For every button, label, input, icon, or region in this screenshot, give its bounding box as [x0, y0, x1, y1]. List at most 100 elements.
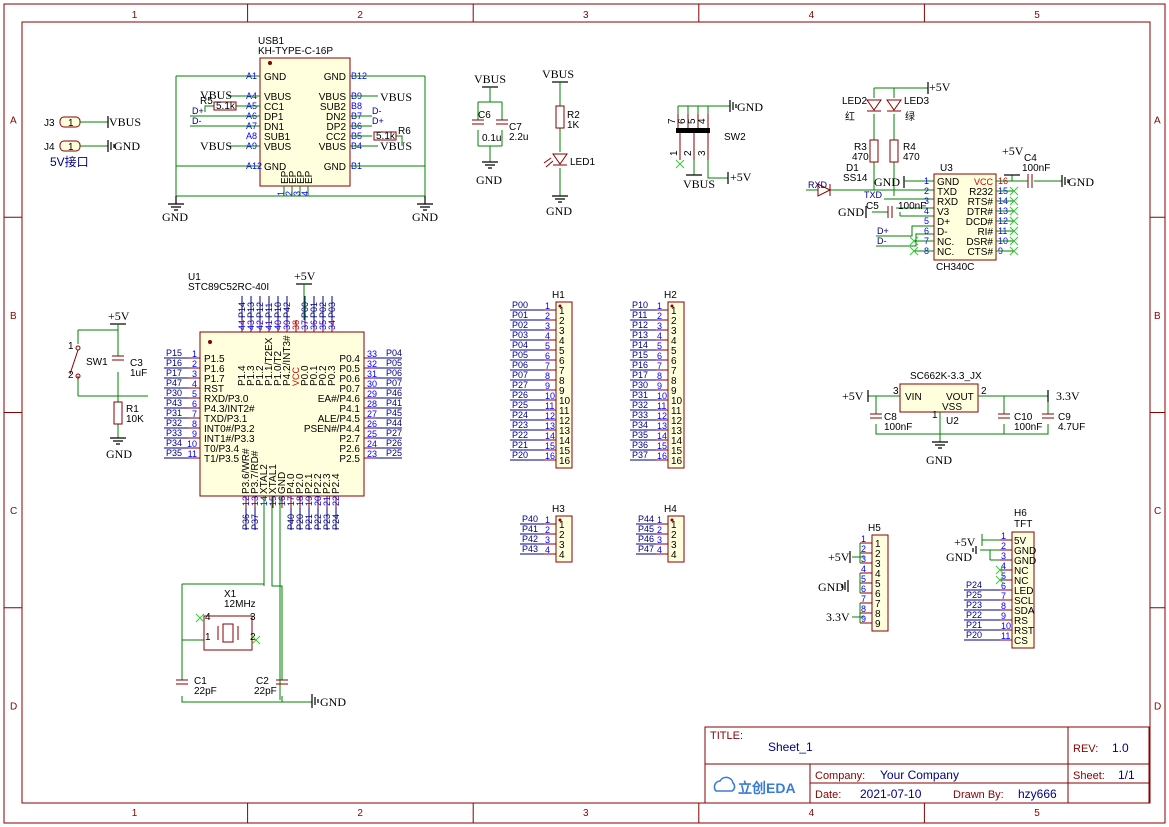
mcu-pin-name: P4.0 [286, 473, 297, 494]
ch340-pin-name: DCD# [966, 217, 994, 228]
header-pin-label: 4 [559, 550, 565, 561]
header-pin-num: 1 [1001, 531, 1006, 541]
tb-drawn: hzy666 [1018, 787, 1057, 801]
ldo-sc662k[interactable] [899, 383, 979, 413]
led1-designator: LED1 [570, 157, 595, 168]
header-net-label: P13 [632, 330, 648, 340]
ch340-pin-name: DSR# [966, 237, 993, 248]
header-pin-num: 7 [1001, 591, 1006, 601]
header-net-label: P43 [522, 544, 538, 554]
mcu-pin-num: 9 [192, 429, 197, 439]
header-net-label: P02 [512, 320, 528, 330]
header-net-label: P22 [966, 610, 982, 620]
sw2-gnd: GND [737, 100, 763, 114]
header-designator: H2 [664, 290, 677, 301]
mcu-pin-num: 22 [331, 496, 341, 506]
no-connect-icon [1009, 206, 1019, 216]
mcu-pin-num: 32 [367, 359, 377, 369]
header-pin-num: 9 [1001, 611, 1006, 621]
sw1-pin2: 2 [68, 370, 74, 381]
header-net-label: P31 [632, 390, 648, 400]
mcu-pin-num: 20 [313, 496, 323, 506]
header-pin-num: 10 [1001, 621, 1011, 631]
mcu-pin-name: P0.1 [309, 365, 320, 386]
header-net-label: P47 [638, 544, 654, 554]
c7-value: 2.2u [509, 132, 528, 143]
mcu-pin-name: P1.5 [204, 354, 225, 365]
header-designator: H3 [552, 504, 565, 515]
usb-pin-name: GND [264, 162, 286, 173]
r2-designator: R2 [567, 110, 580, 121]
u2-3v3: 3.3V [1056, 389, 1080, 403]
header-net-label: P34 [632, 420, 648, 430]
ch340-pin-name: RTS# [968, 197, 994, 208]
mcu-net-label: P25 [386, 448, 402, 458]
usb-pin-name: CC1 [264, 102, 284, 113]
mcu-net-label: P00 [300, 302, 310, 318]
no-connect-icon [1009, 196, 1019, 206]
header-net-label: P44 [638, 514, 654, 524]
usb-pin-name: GND [264, 72, 286, 83]
sw2-pin-num: 7 [667, 118, 678, 124]
j4-label: 5V接口 [50, 154, 89, 169]
header-net-label: P21 [512, 440, 528, 450]
ch340-pin-name: TXD [937, 187, 957, 198]
mcu-pin-name: P2.0 [295, 473, 306, 494]
header-net-label: P37 [632, 450, 648, 460]
header-h6-tft[interactable]: H6TFT15V2GND3GND4NC5NC6LEDP247SCLP258SDA… [964, 508, 1036, 649]
header-pin-num: 1 [545, 515, 550, 525]
mcu-net-label: P20 [295, 514, 305, 530]
c10-designator: C10 [1014, 412, 1033, 423]
tb-rev: 1.0 [1112, 741, 1129, 755]
header-pin-label: 15 [671, 446, 683, 457]
mcu-net-label: P31 [166, 408, 182, 418]
sw2-body[interactable] [676, 128, 710, 133]
sw2-designator: SW2 [724, 132, 746, 143]
mcu-pin-name: P1.3 [246, 365, 257, 386]
header-pin-label: 9 [559, 386, 565, 397]
mcu-pin-num: 24 [367, 439, 377, 449]
ch340-pin-name: CTS# [967, 247, 993, 258]
mcu-pin-num: 29 [367, 389, 377, 399]
header-pin-label: 10 [559, 396, 571, 407]
header-pin-num: 3 [657, 535, 662, 545]
frame-row-label: C [10, 506, 17, 517]
frame-col-label: 1 [132, 808, 138, 819]
u3-gnd: GND [874, 175, 900, 189]
u2-5v: +5V [842, 389, 864, 403]
header-pin-num: 16 [545, 451, 555, 461]
title-block: TITLE: Sheet_1 REV: 1.0 Company: Your Co… [704, 726, 1150, 804]
mcu-pin-name: INT0#/P3.2 [204, 424, 255, 435]
led2-color: 红 [845, 110, 855, 123]
mcu-pin-name: GND [277, 472, 288, 494]
mcu-pin-num: 33 [367, 349, 377, 359]
d1-designator: D1 [846, 163, 859, 174]
sw2-pin-num: 2 [683, 150, 694, 156]
no-connect-icon [1009, 246, 1019, 256]
frame-col-label: 3 [583, 808, 589, 819]
usb-vbus-b4: VBUS [380, 139, 412, 153]
tft-pin-name: GND [1014, 556, 1036, 567]
header-body [555, 515, 573, 563]
header-pin-num: 14 [545, 431, 555, 441]
j3-vbus: VBUS [109, 115, 141, 129]
mcu-stc89c52[interactable]: U1 STC89C52RC-40I 44P1.4P1443P1.3P1342P1… [164, 272, 402, 530]
header-net-label: P33 [632, 410, 648, 420]
header-pin-label: 9 [671, 386, 677, 397]
header-pin-label: 12 [671, 416, 683, 427]
header-pin-label: 7 [875, 599, 881, 610]
header-designator: H1 [552, 290, 565, 301]
mcu-net-label: P30 [166, 388, 182, 398]
cloud-logo-icon [713, 776, 736, 792]
header-pin-num: 9 [545, 381, 550, 391]
header-pin-label: 5 [559, 346, 565, 357]
usb-vbus-a4: VBUS [200, 88, 232, 102]
x1-gnd: GND [320, 695, 346, 709]
